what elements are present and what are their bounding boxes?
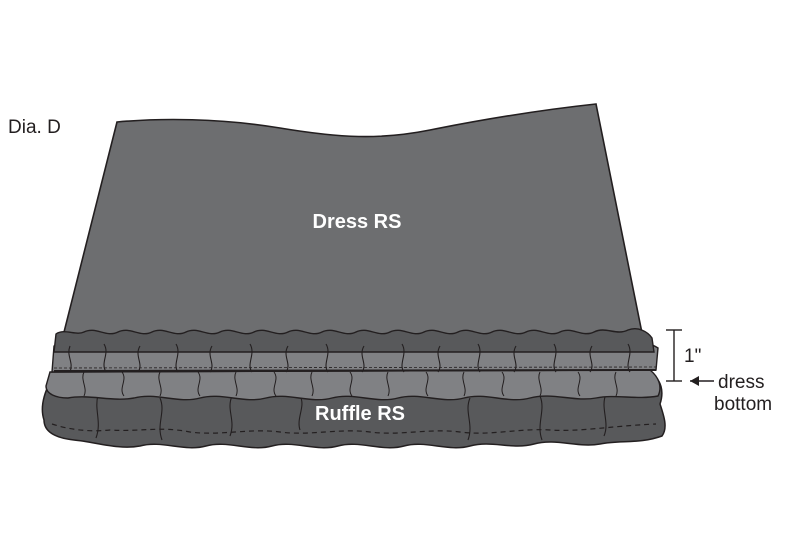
- measurement-label: 1": [684, 346, 701, 367]
- edge-label-line1: dress: [718, 372, 764, 393]
- measurement-bracket: [666, 329, 682, 382]
- diagram-id-label: Dia. D: [8, 117, 61, 138]
- ruffle-top-scallops: [53, 328, 655, 353]
- ruffle-band-lower: [45, 369, 661, 401]
- dress-panel: [60, 103, 643, 341]
- edge-label-line2: bottom: [714, 394, 772, 415]
- dress-rs-label: Dress RS: [313, 211, 402, 233]
- ruffle-stitching: [51, 423, 657, 434]
- ruffle-rs-label: Ruffle RS: [315, 403, 405, 425]
- arrow-left-icon: [690, 376, 714, 386]
- seam-stitch: [53, 366, 657, 369]
- ruffle-folds-lower: [95, 393, 607, 441]
- ruffle-folds-band: [82, 371, 618, 397]
- seam-line: [53, 369, 657, 372]
